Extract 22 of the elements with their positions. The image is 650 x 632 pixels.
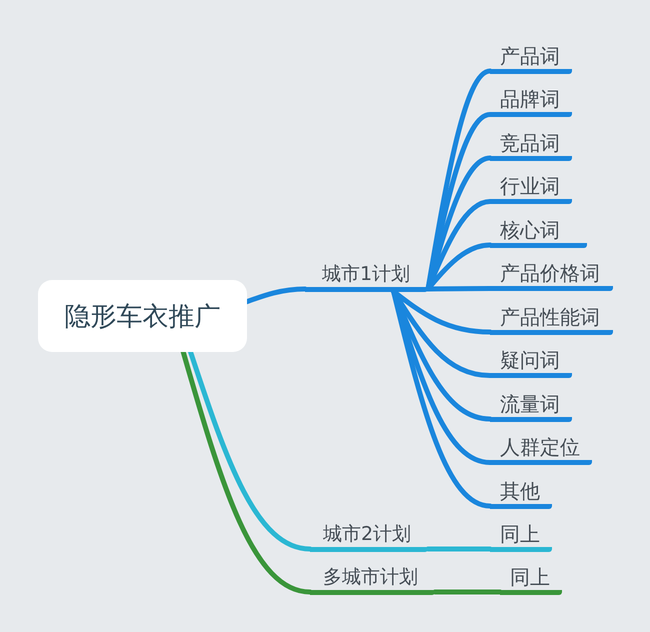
branch-line bbox=[188, 350, 312, 552]
topic-label: 竞品词 bbox=[490, 124, 572, 160]
topic-label: 其他 bbox=[490, 472, 552, 508]
topic-label: 产品性能词 bbox=[490, 298, 613, 334]
topic-label: 疑问词 bbox=[490, 342, 572, 378]
topic-label: 同上 bbox=[490, 516, 552, 552]
central-topic: 隐形车衣推广 bbox=[38, 280, 247, 352]
branch-line bbox=[432, 590, 502, 594]
topic-label: 核心词 bbox=[490, 212, 587, 248]
topic-label: 品牌词 bbox=[490, 81, 572, 117]
topic-label: 产品词 bbox=[490, 38, 572, 74]
topic-label: 产品价格词 bbox=[490, 255, 613, 291]
topic-label: 人群定位 bbox=[490, 429, 592, 465]
branch-line bbox=[180, 350, 312, 594]
topic-label: 城市2计划 bbox=[310, 516, 428, 552]
branch-line bbox=[244, 286, 308, 304]
topic-label: 流量词 bbox=[490, 386, 572, 422]
branch-line bbox=[426, 546, 492, 552]
topic-label: 城市1计划 bbox=[305, 256, 428, 292]
topic-label: 行业词 bbox=[490, 168, 572, 204]
topic-label: 同上 bbox=[500, 558, 562, 594]
topic-label: 多城市计划 bbox=[310, 558, 435, 594]
